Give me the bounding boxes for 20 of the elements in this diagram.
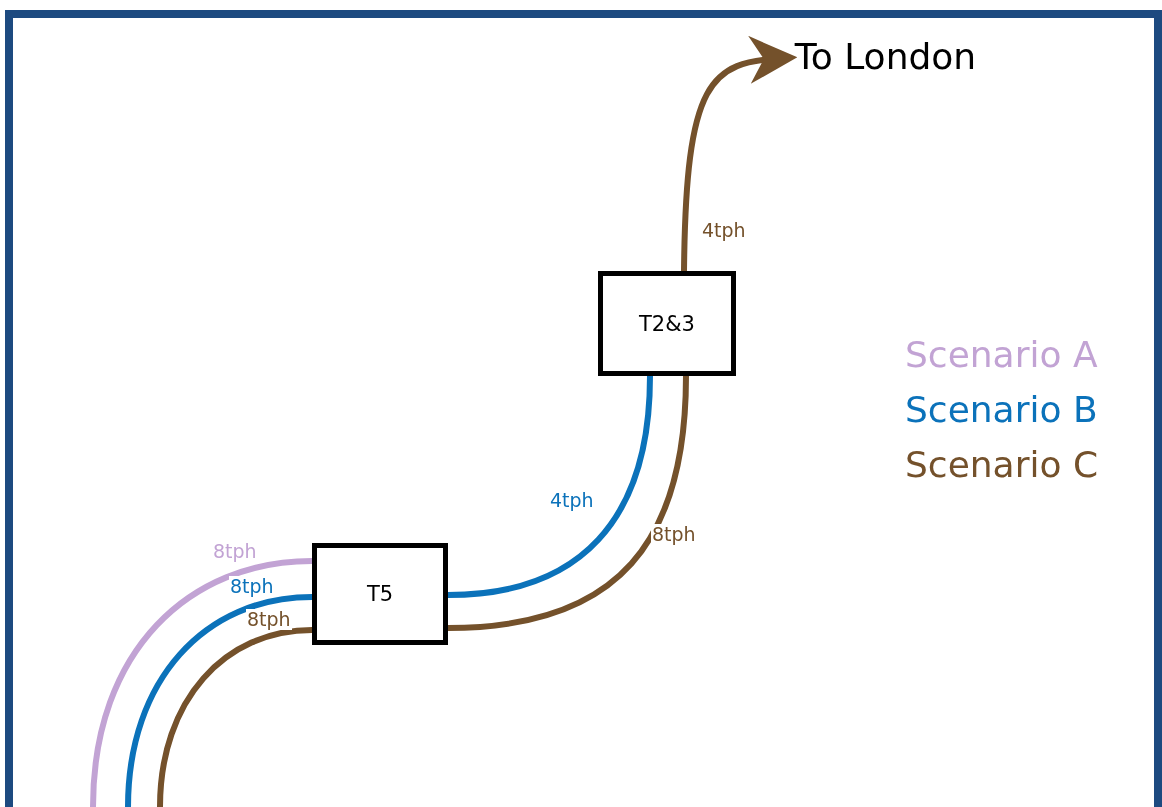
station-name: T2&3: [639, 311, 695, 336]
track-line: [90, 558, 313, 807]
edge-label: 8tph: [229, 576, 275, 597]
station-box: [598, 271, 736, 376]
edge-label: 4tph: [701, 220, 747, 241]
station-name: T5: [366, 582, 394, 606]
edge-label: 4tph: [549, 490, 595, 511]
track-line: [447, 375, 689, 631]
legend-entry: Scenario C: [905, 444, 1099, 486]
edge-label: 8tph: [246, 609, 292, 630]
track-line: [447, 375, 653, 598]
edge-label: 8tph: [212, 541, 258, 562]
edge-label: 8tph: [651, 524, 697, 545]
track-arrow: [681, 36, 798, 272]
track-line: [157, 627, 313, 807]
legend-entry: Scenario A: [905, 334, 1098, 376]
legend-entry: Scenario B: [905, 389, 1098, 431]
track-line: [125, 594, 313, 807]
destination-label: To London: [794, 35, 977, 77]
station-box: [312, 543, 448, 645]
